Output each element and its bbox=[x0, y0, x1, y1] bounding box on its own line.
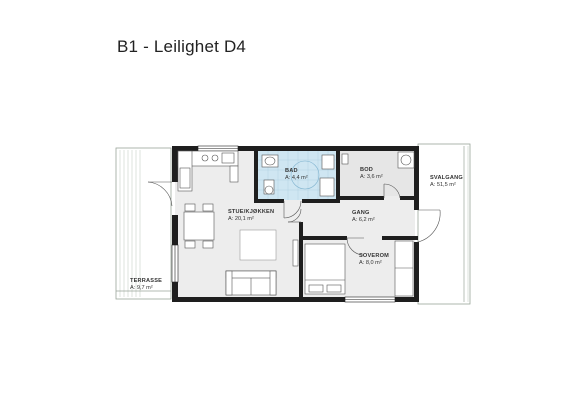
room-area-stue: A: 20,1 m² bbox=[228, 216, 254, 222]
page-title: B1 - Leilighet D4 bbox=[117, 37, 247, 56]
rug bbox=[239, 229, 277, 261]
room-area-svalgang: A: 51,5 m² bbox=[430, 182, 456, 188]
room-name-gang: GANG bbox=[352, 210, 370, 216]
terrace-area bbox=[115, 147, 172, 300]
room-label-terrasse: TERRASSE A: 9,7 m² bbox=[130, 278, 162, 292]
room-label-bad: BAD A: 4,4 m² bbox=[285, 168, 308, 182]
doors bbox=[147, 181, 441, 256]
room-label-stue: STUE/KJØKKEN A: 20,1 m² bbox=[228, 209, 274, 223]
dining-set bbox=[183, 203, 215, 249]
walls bbox=[172, 146, 419, 302]
room-area-bad: A: 4,4 m² bbox=[285, 175, 308, 181]
sofa bbox=[225, 270, 277, 296]
bed bbox=[304, 243, 346, 295]
kitchen-counter bbox=[177, 150, 239, 192]
room-name-soverom: SOVEROM bbox=[359, 253, 389, 259]
room-label-svalgang: SVALGANG A: 51,5 m² bbox=[430, 175, 463, 189]
bod-fixtures bbox=[341, 151, 415, 169]
room-name-stue: STUE/KJØKKEN bbox=[228, 209, 275, 215]
wardrobe bbox=[394, 240, 414, 297]
room-name-bad: BAD bbox=[285, 168, 298, 174]
bathroom-fixtures bbox=[261, 154, 335, 197]
room-name-terrasse: TERRASSE bbox=[130, 278, 163, 284]
windows bbox=[171, 145, 396, 303]
room-area-gang: A: 6,2 m² bbox=[352, 217, 375, 223]
room-name-svalgang: SVALGANG bbox=[430, 175, 463, 181]
room-area-bod: A: 3,6 m² bbox=[360, 174, 383, 180]
room-name-bod: BOD bbox=[360, 167, 374, 173]
room-label-bod: BOD A: 3,6 m² bbox=[360, 167, 383, 181]
room-area-soverom: A: 8,0 m² bbox=[359, 260, 382, 266]
room-label-soverom: SOVEROM A: 8,0 m² bbox=[359, 253, 389, 267]
svalgang-area bbox=[417, 143, 471, 305]
tv-unit bbox=[292, 239, 299, 267]
room-label-gang: GANG A: 6,2 m² bbox=[352, 210, 375, 224]
room-area-terrasse: A: 9,7 m² bbox=[130, 285, 153, 291]
